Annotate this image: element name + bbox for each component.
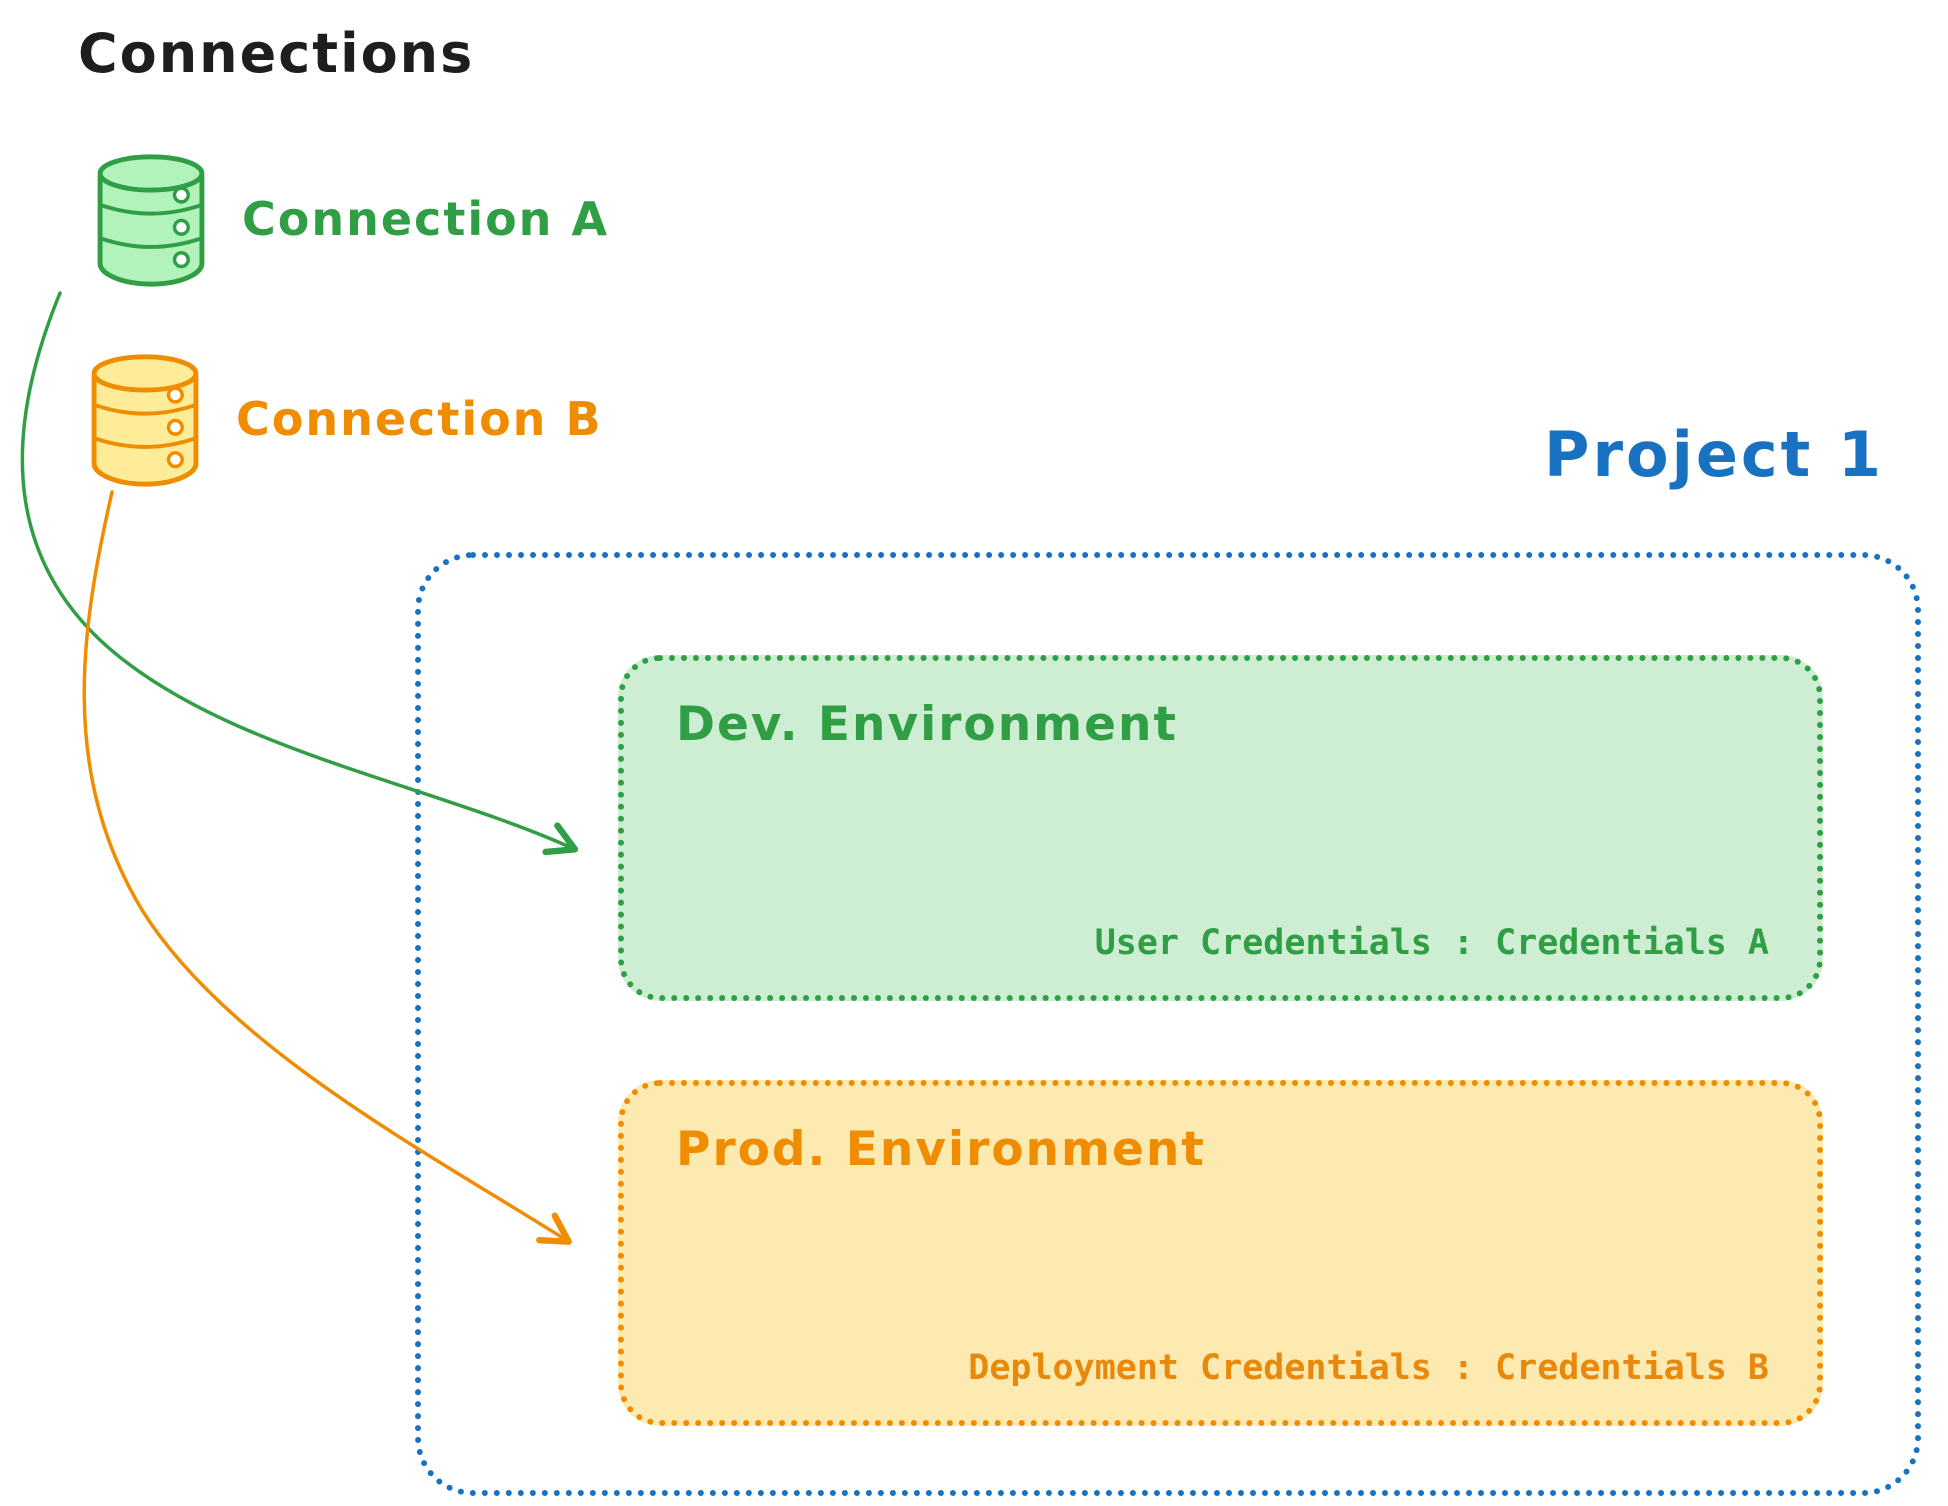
database-icon-green: [97, 154, 205, 287]
prod-environment-title: Prod. Environment: [676, 1122, 1206, 1177]
database-icon-orange: [91, 354, 199, 487]
prod-environment-credentials: Deployment Credentials : Credentials B: [968, 1348, 1769, 1388]
connection-a-label: Connection A: [242, 192, 610, 246]
dev-environment-title: Dev. Environment: [676, 697, 1178, 752]
project-title: Project 1: [1544, 418, 1885, 491]
dev-environment-credentials: User Credentials : Credentials A: [1094, 923, 1769, 963]
diagram-title: Connections: [78, 22, 475, 85]
dev-environment-box: Dev. Environment User Credentials : Cred…: [618, 655, 1823, 1001]
connection-a-item: Connection A: [92, 148, 609, 290]
connection-b-label: Connection B: [236, 392, 603, 446]
prod-environment-box: Prod. Environment Deployment Credentials…: [618, 1080, 1823, 1426]
connection-b-item: Connection B: [86, 348, 603, 490]
